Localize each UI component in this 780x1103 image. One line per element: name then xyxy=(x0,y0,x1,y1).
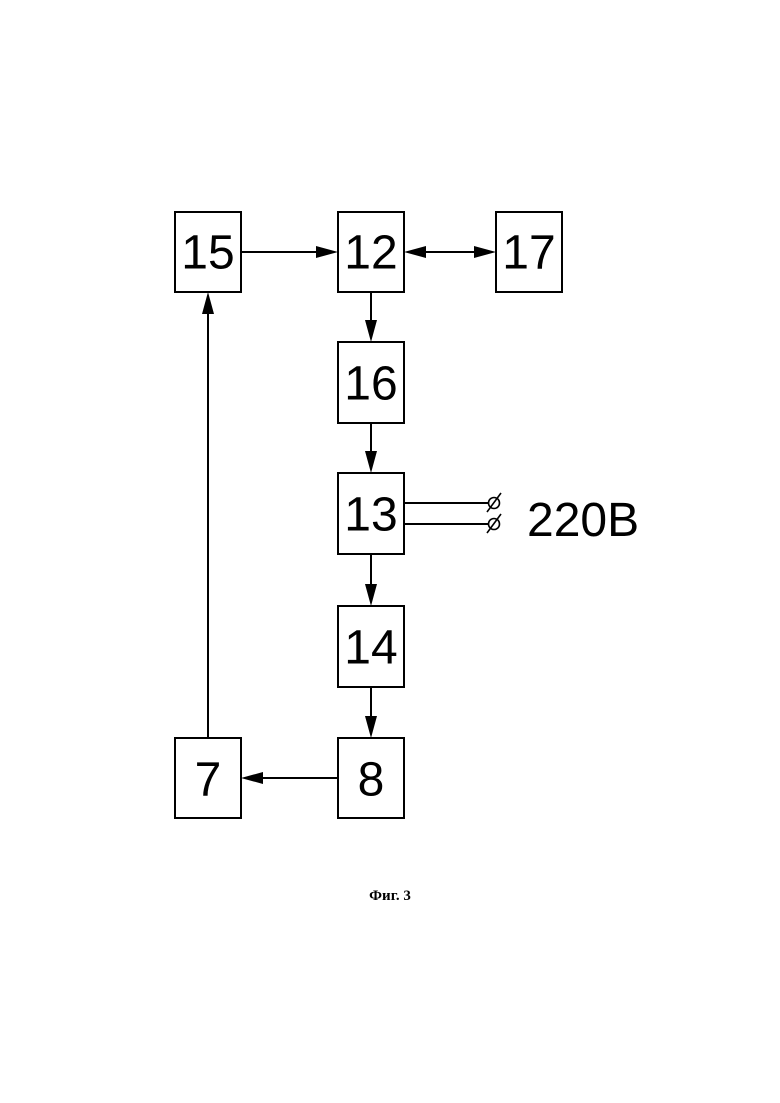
arrowhead-16-to-13 xyxy=(365,451,377,473)
arrowhead-8-to-7 xyxy=(241,772,263,784)
arrowhead-13-to-14 xyxy=(365,584,377,606)
block-12-label: 12 xyxy=(344,227,397,280)
power-voltage-label: 220В xyxy=(527,494,639,547)
block-15: 15 xyxy=(175,212,241,292)
arrowhead-14-to-8 xyxy=(365,716,377,738)
block-7-label: 7 xyxy=(195,754,222,807)
arrowhead-12-to-16 xyxy=(365,320,377,342)
block-16: 16 xyxy=(338,342,404,423)
block-7: 7 xyxy=(175,738,241,818)
block-13: 13 xyxy=(338,473,404,554)
block-13-label: 13 xyxy=(344,489,397,542)
block-8-label: 8 xyxy=(358,754,385,807)
block-8: 8 xyxy=(338,738,404,818)
arrowhead-12-left xyxy=(404,246,426,258)
figure-caption: Фиг. 3 xyxy=(0,888,780,905)
terminal-top-icon xyxy=(487,493,501,512)
block-12: 12 xyxy=(338,212,404,292)
block-17-label: 17 xyxy=(502,227,555,280)
terminal-bottom-icon xyxy=(487,514,501,533)
arrowhead-15-to-12 xyxy=(316,246,338,258)
block-16-label: 16 xyxy=(344,358,397,411)
block-15-label: 15 xyxy=(181,227,234,280)
arrowhead-7-to-15 xyxy=(202,292,214,314)
arrowhead-17-right xyxy=(474,246,496,258)
block-14: 14 xyxy=(338,606,404,687)
block-14-label: 14 xyxy=(344,622,397,675)
block-17: 17 xyxy=(496,212,562,292)
